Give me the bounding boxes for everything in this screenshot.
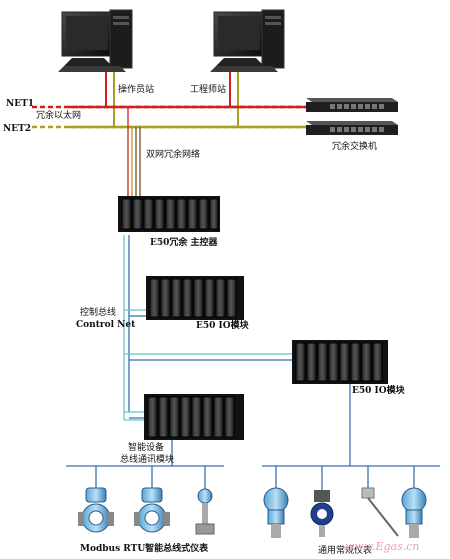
engineer-station-label: 工程师站: [190, 85, 227, 95]
control-net-label: Control Net: [76, 320, 136, 330]
switch-1-icon: [306, 98, 398, 112]
field-bus-lines: [66, 384, 440, 490]
modbus-instruments-label: Modbus RTU智能总线式仪表: [80, 544, 209, 554]
general-instruments-label: 通用常规仪表: [318, 546, 373, 556]
io-rack-2-icon: [292, 340, 388, 384]
temperature-sensor-icon: [361, 487, 399, 537]
control-net-bus: [123, 235, 296, 421]
watermark-text: www.Egas.cn: [345, 540, 420, 553]
flowmeter-1-icon: [78, 487, 114, 533]
vortex-meter-icon: [195, 488, 215, 535]
control-bus-label: 控制总线: [80, 308, 117, 318]
pressure-transmitter-2-icon: [310, 490, 334, 537]
io-module-2-label: E50 IO模块: [352, 386, 405, 396]
controller-label: E50冗余 主控器: [150, 238, 218, 248]
io-rack-3-icon: [144, 394, 244, 440]
operator-station-label: 操作员站: [118, 85, 155, 95]
redundant-switch-label: 冗余交换机: [332, 142, 378, 152]
engineer-workstation-icon: [210, 9, 285, 72]
dual-network-cables: [127, 107, 141, 200]
net1-label: NET1: [6, 99, 35, 109]
operator-workstation-icon: [58, 9, 133, 72]
switch-2-icon: [306, 121, 398, 135]
io-module-1-label: E50 IO模块: [196, 321, 249, 331]
pressure-transmitter-3-icon: [401, 487, 427, 538]
redundant-ethernet-label: 冗余以太网: [36, 111, 82, 121]
net2-label: NET2: [3, 124, 32, 134]
pressure-transmitter-1-icon: [263, 487, 289, 538]
dual-network-label: 双网冗余网络: [146, 150, 201, 160]
controller-rack-icon: [118, 196, 220, 232]
io-rack-1-icon: [146, 276, 244, 320]
smart-device-label: 智能设备: [128, 443, 165, 453]
flowmeter-2-icon: [134, 487, 170, 533]
bus-comm-module-label: 总线通讯模块: [120, 455, 175, 465]
